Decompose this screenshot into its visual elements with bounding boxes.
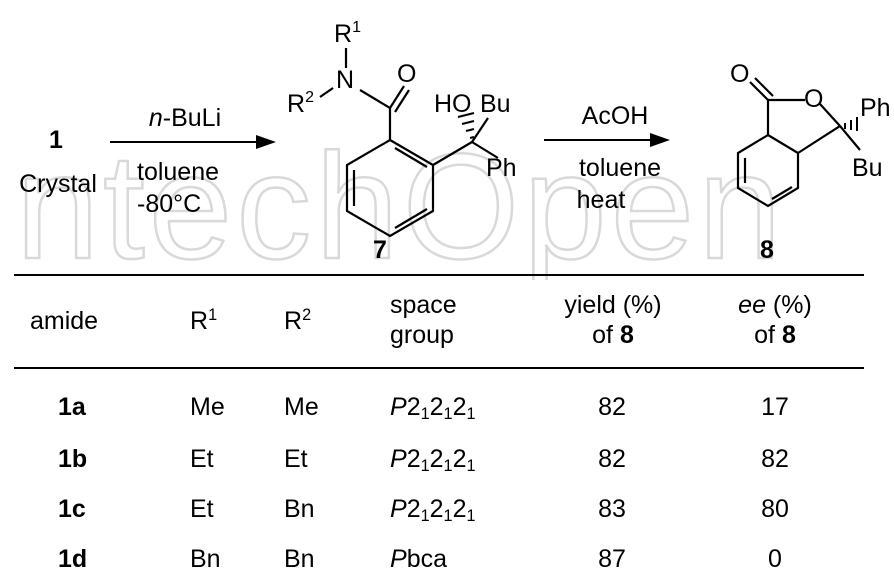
row-space-group: P212121 (390, 495, 476, 526)
row-yield: 83 (598, 495, 626, 523)
product-carbonyl-o: O (730, 60, 749, 88)
step1-arrowhead (256, 135, 276, 149)
step2-reagent: AcOH (582, 102, 649, 130)
intermediate-r2: R2 (287, 89, 314, 118)
intermediate-r1: R1 (334, 19, 361, 48)
header-r2: R2 (284, 306, 312, 335)
header-amide: amide (30, 307, 99, 335)
row-r1: Me (190, 393, 225, 421)
intermediate-bu: Bu (480, 90, 511, 118)
row-r2: Bn (284, 495, 315, 523)
row-r1: Et (190, 495, 214, 523)
row-space-group: P212121 (390, 393, 476, 424)
start-compound-number: 1 (49, 126, 63, 154)
product-bu: Bu (852, 154, 883, 182)
intermediate-carbonyl-o: O (397, 60, 416, 88)
step1-temp: -80°C (137, 190, 201, 218)
header-yield: yield (%)of 8 (564, 291, 662, 349)
intermediate-n: N (336, 66, 354, 94)
intermediate-label: 7 (373, 236, 387, 264)
row-yield: 82 (598, 445, 626, 473)
row-amide: 1b (58, 445, 88, 473)
step2-arrowhead (650, 133, 670, 147)
step2-conditions: heat (577, 186, 626, 214)
row-r1: Et (190, 445, 214, 473)
row-ee: 82 (761, 445, 789, 473)
product-ph: Ph (860, 94, 891, 122)
row-r2: Bn (284, 545, 315, 573)
header-r1: R1 (190, 306, 218, 335)
row-r1: Bn (190, 545, 221, 573)
step2-solvent: toluene (579, 154, 661, 182)
product-ring-o: O (804, 85, 823, 113)
row-amide: 1d (58, 545, 88, 573)
step1-solvent: toluene (137, 158, 219, 186)
step1-reagent: n-BuLi (149, 104, 221, 132)
start-compound-state: Crystal (19, 170, 97, 198)
reaction-scheme: 1 Crystal n-BuLi toluene -80°C R1 (19, 19, 891, 264)
intermediate-structure (319, 48, 499, 238)
row-space-group: Pbca (390, 545, 447, 573)
row-ee: 0 (768, 545, 782, 573)
row-amide: 1c (58, 495, 86, 523)
hashed-wedge-ph (844, 117, 858, 131)
intermediate-ho: HO (434, 90, 472, 118)
hashed-wedge-oh (457, 112, 475, 139)
product-structure (736, 77, 861, 208)
product-label: 8 (760, 236, 774, 264)
row-ee: 80 (761, 495, 789, 523)
row-yield: 87 (598, 545, 626, 573)
row-yield: 82 (598, 393, 626, 421)
row-r2: Et (284, 445, 308, 473)
row-ee: 17 (761, 393, 789, 421)
table-header-rule (14, 367, 864, 369)
row-amide: 1a (58, 393, 86, 421)
table-top-rule (14, 274, 864, 276)
header-ee: ee (%)of 8 (738, 291, 812, 349)
row-r2: Me (284, 393, 319, 421)
row-space-group: P212121 (390, 445, 476, 476)
intermediate-ph: Ph (486, 154, 517, 182)
